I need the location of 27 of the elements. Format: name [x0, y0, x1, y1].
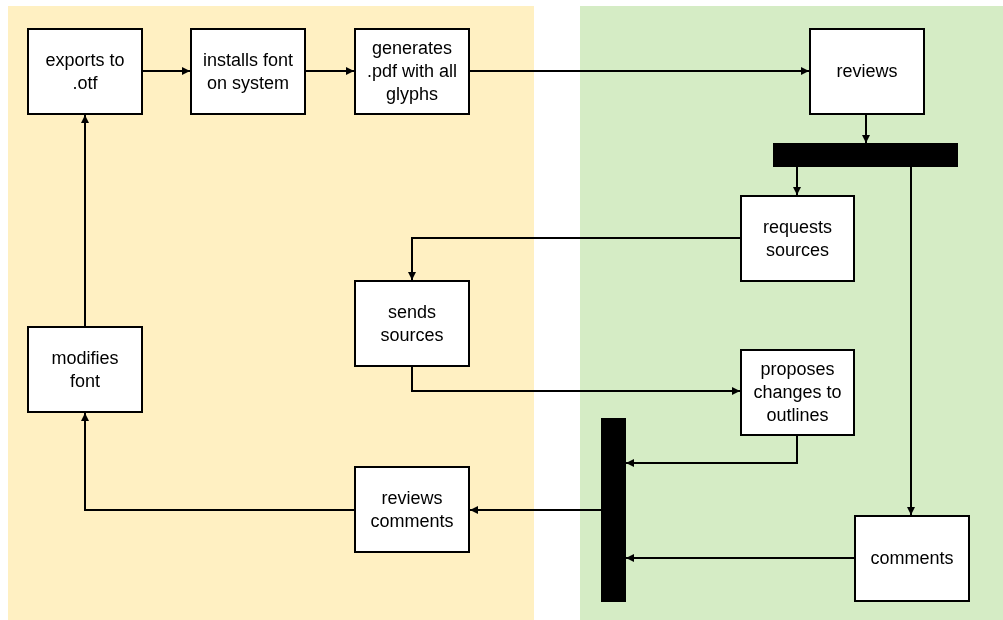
arrow: [305, 67, 355, 75]
sync-bar: [773, 143, 958, 167]
process-box: generates .pdf with all glyphs: [354, 28, 470, 115]
arrow: [469, 67, 810, 75]
arrow: [81, 412, 355, 511]
arrow: [469, 506, 602, 514]
arrow: [625, 554, 855, 562]
arrow: [793, 166, 801, 196]
process-box: reviews comments: [354, 466, 470, 553]
arrow: [81, 114, 89, 327]
process-box: reviews: [809, 28, 925, 115]
process-box: requests sources: [740, 195, 855, 282]
swimlane: [580, 6, 1003, 620]
swimlane: [8, 6, 534, 620]
arrow: [625, 435, 798, 467]
process-box: installs font on system: [190, 28, 306, 115]
process-box: exports to .otf: [27, 28, 143, 115]
arrow: [142, 67, 191, 75]
process-box: modifies font: [27, 326, 143, 413]
arrow: [411, 366, 741, 395]
arrow: [408, 237, 741, 281]
process-box: sends sources: [354, 280, 470, 367]
process-box: proposes changes to outlines: [740, 349, 855, 436]
process-box: comments: [854, 515, 970, 602]
arrow: [907, 166, 915, 516]
arrow: [862, 114, 870, 144]
sync-bar: [601, 418, 626, 602]
